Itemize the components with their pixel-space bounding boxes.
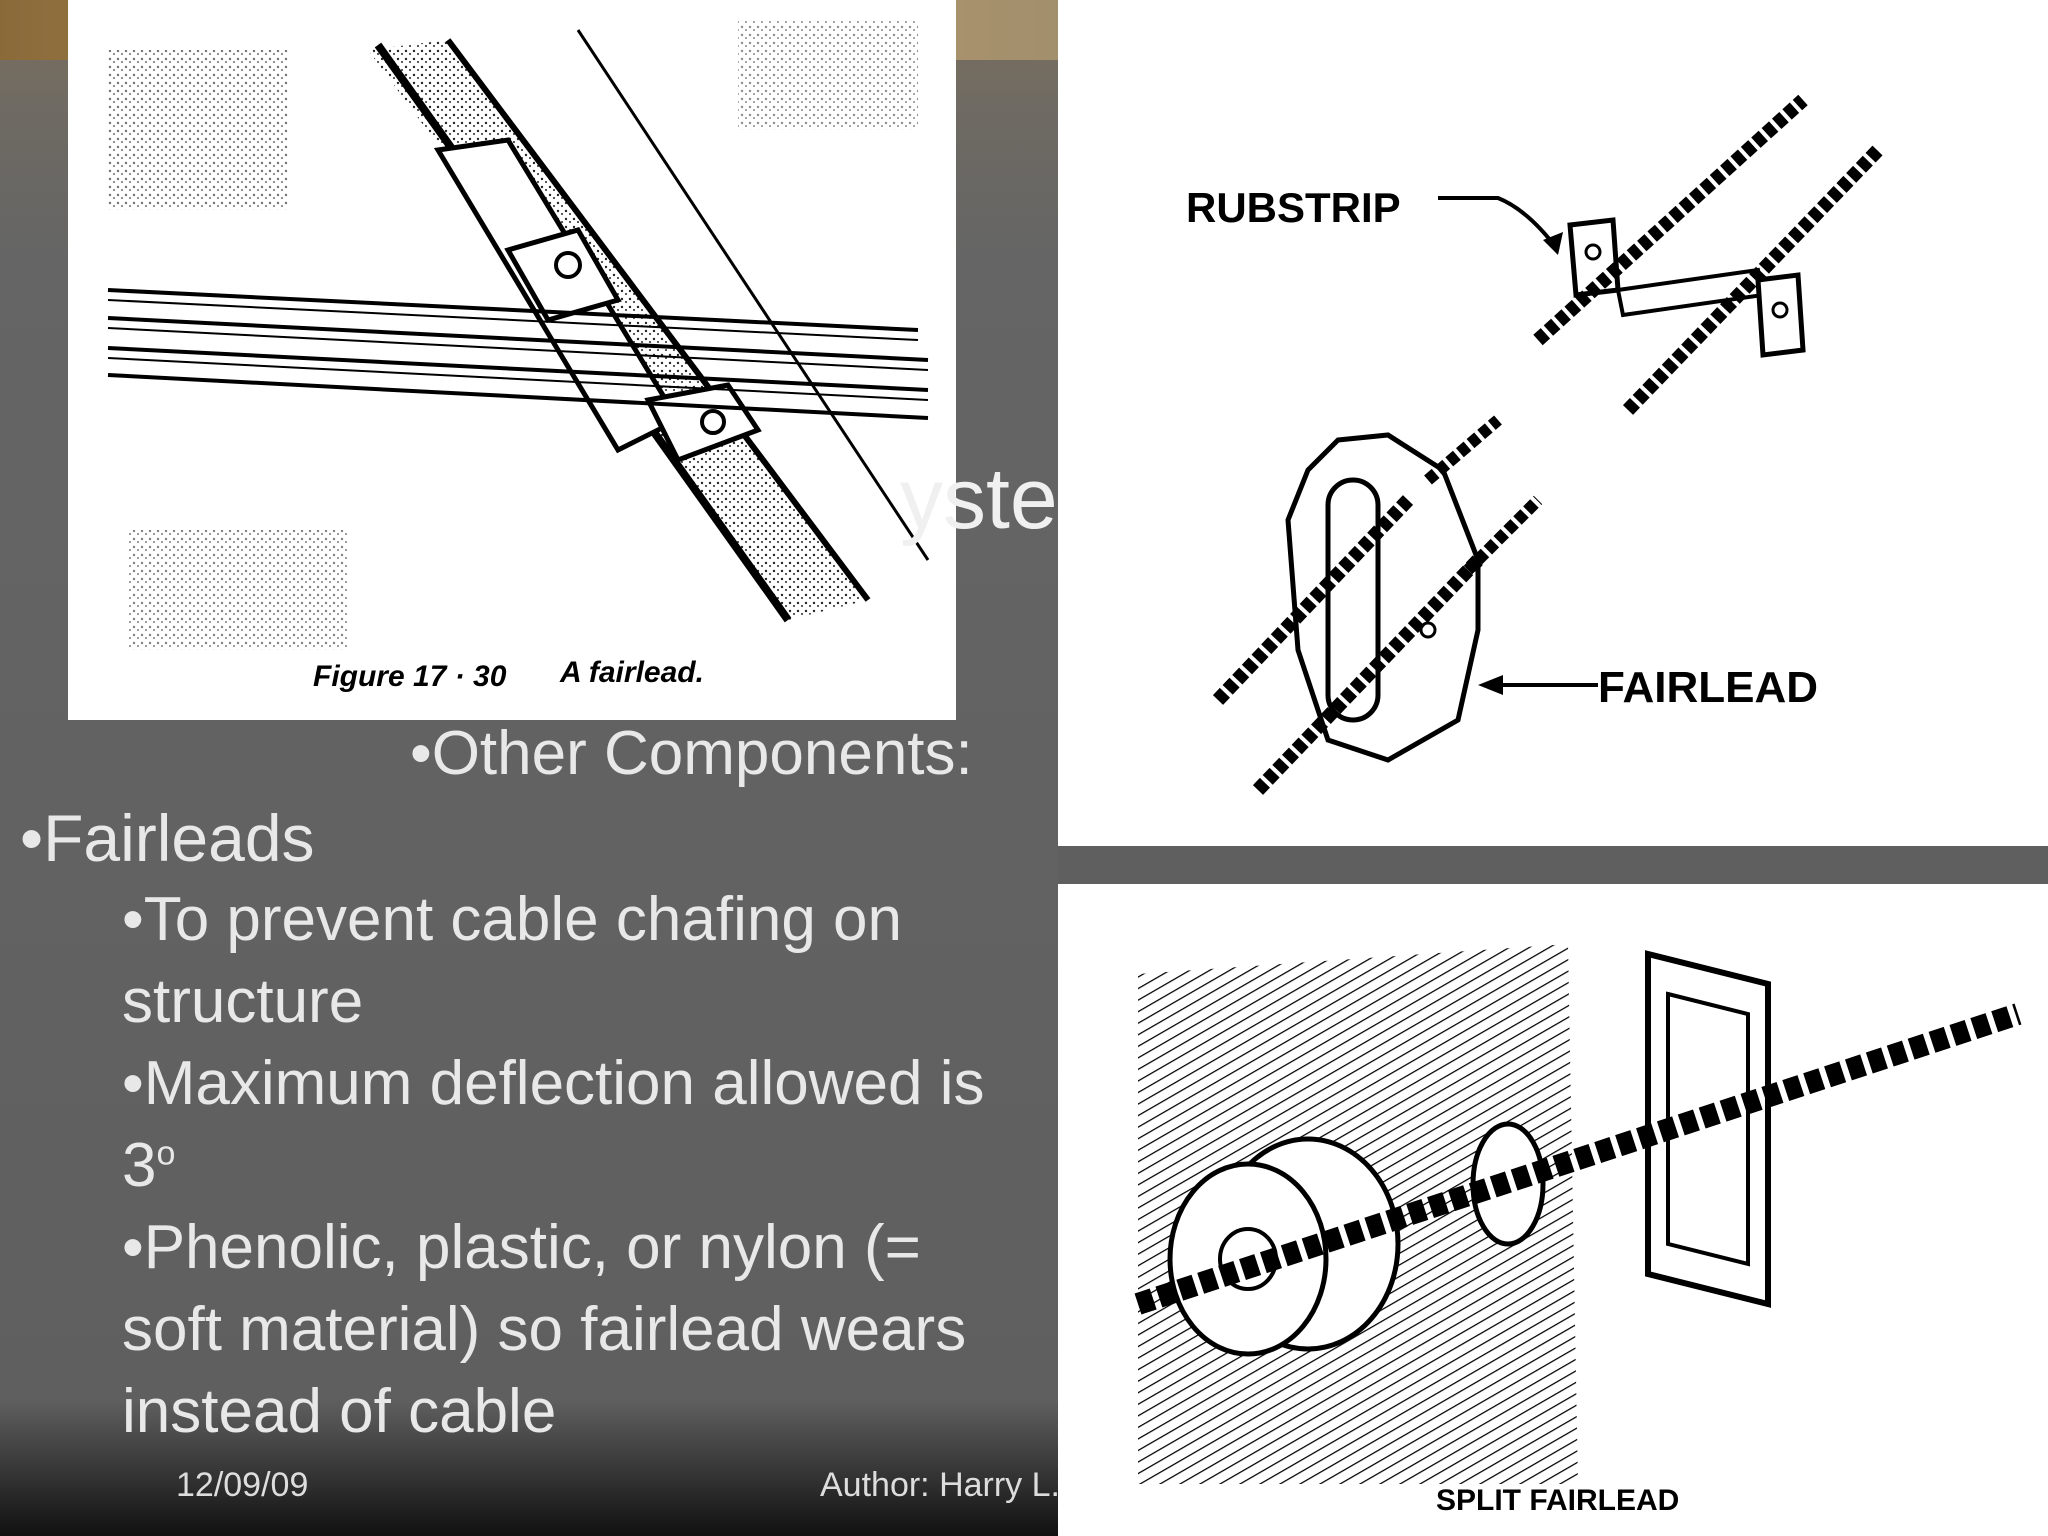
footer-date: 12/09/09 [176, 1466, 309, 1504]
fairlead-illustration: Figure 17 · 30 A fairlead. [107, 20, 930, 693]
bullet-fairleads: •Fairleads [20, 801, 315, 875]
panel-divider [1058, 846, 2048, 884]
footer-author: Author: Harry L. [820, 1466, 1060, 1504]
degree-symbol: o [156, 1134, 176, 1173]
slide-title-fragment: yste [900, 451, 1058, 547]
figure-split-fairlead: SPLIT FAIRLEAD [1058, 884, 2048, 1536]
figure-fairlead-photo: Figure 17 · 30 A fairlead. [68, 0, 956, 720]
sub-bullet-deflection: •Maximum deflection allowed is [122, 1049, 985, 1118]
deflection-value: 3 [122, 1131, 157, 1200]
subheading-other-components: •Other Components: [410, 719, 973, 788]
sub-bullet-deflection-cont: 3o [122, 1130, 175, 1201]
label-split-fairlead: SPLIT FAIRLEAD [1436, 1484, 1679, 1517]
figure-caption-number: Figure 17 · 30 [313, 660, 507, 693]
sub-bullet-material: •Phenolic, plastic, or nylon (= [122, 1213, 921, 1282]
rubstrip-fairlead-illustration: RUBSTRIP FAIRLEAD [1186, 94, 1884, 795]
figure-caption-text: A fairlead. [559, 656, 704, 689]
split-fairlead-illustration: SPLIT FAIRLEAD [1134, 944, 2022, 1517]
label-rubstrip: RUBSTRIP [1186, 184, 1401, 231]
sub-bullet-chafing-cont: structure [122, 967, 364, 1036]
label-fairlead: FAIRLEAD [1598, 663, 1818, 712]
sub-bullet-chafing: •To prevent cable chafing on [122, 885, 902, 954]
figure-rubstrip-fairlead: RUBSTRIP FAIRLEAD [1058, 0, 2048, 846]
sub-bullet-material-end: instead of cable [122, 1377, 557, 1446]
sub-bullet-material-cont: soft material) so fairlead wears [122, 1295, 967, 1364]
